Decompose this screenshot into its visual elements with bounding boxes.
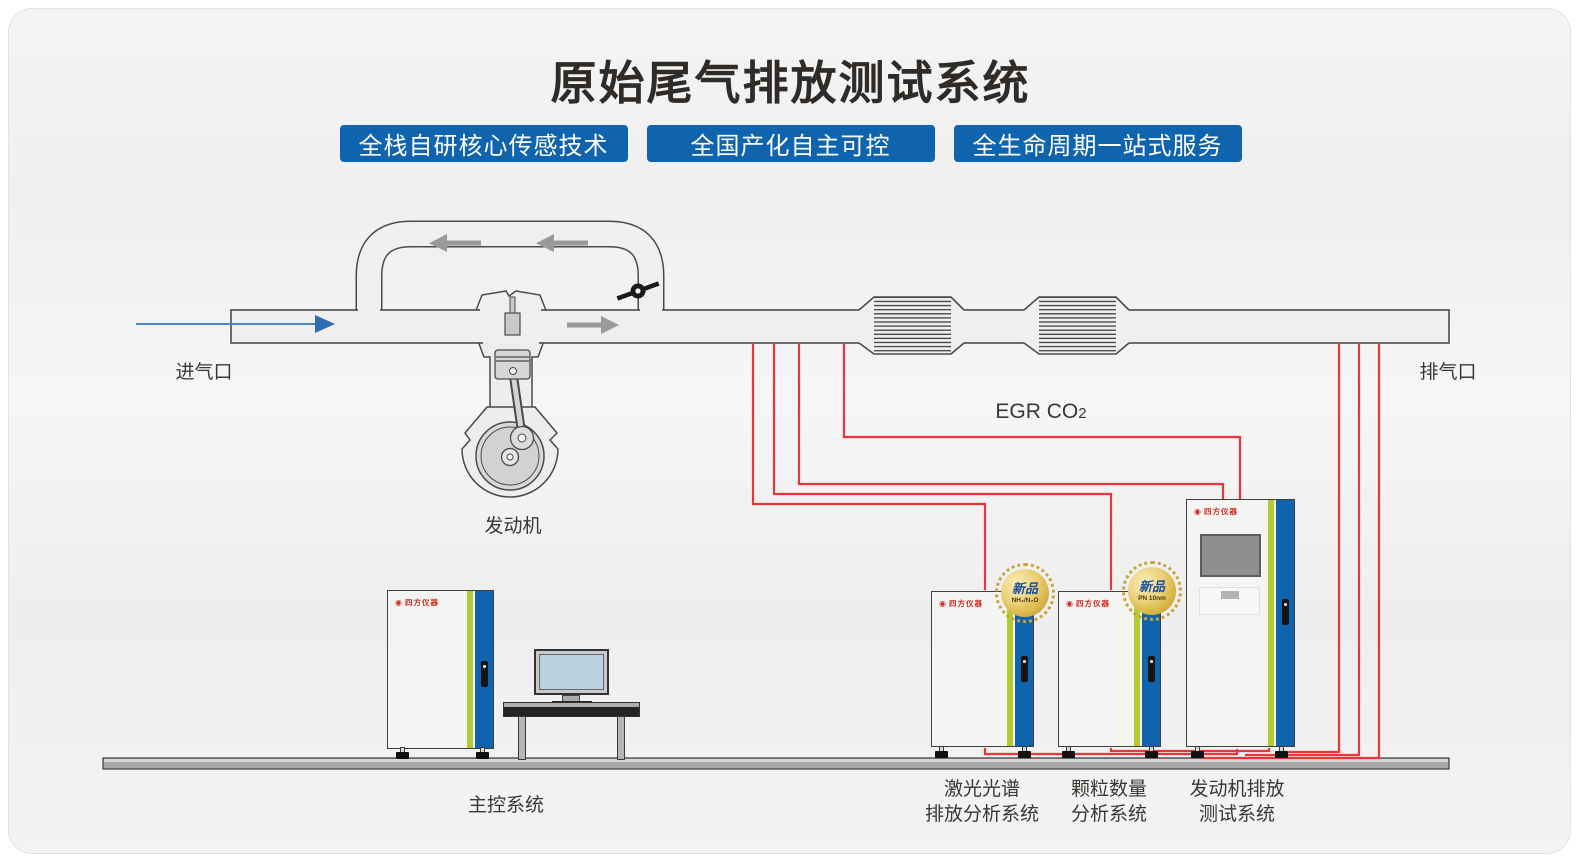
egr-co2-label-main: EGR CO	[995, 400, 1079, 423]
cabinet-green-stripe	[467, 591, 473, 748]
cabinet-green-stripe	[1268, 500, 1274, 746]
seal-title: 新品	[1011, 581, 1038, 596]
cabinet-green-stripe	[1007, 592, 1013, 746]
cabinet-foot	[935, 746, 948, 758]
caption-line2: 排放分析系统	[924, 804, 1039, 825]
flow-arrows	[429, 234, 619, 334]
cabinet-foot	[1062, 746, 1075, 758]
caption-line1: 颗粒数量	[1070, 779, 1147, 800]
workstation-monitor	[534, 649, 609, 695]
cabinet-display-screen	[1200, 534, 1261, 577]
inlet-label: 进气口	[175, 362, 233, 383]
cabinet-door	[1142, 592, 1160, 746]
feature-badge-row: 全栈自研核心传感技术 全国产化自主可控 全生命周期一站式服务	[9, 125, 1570, 162]
egr-valve-icon	[616, 281, 660, 301]
page-title: 原始尾气排放测试系统	[550, 57, 1031, 109]
inlet-flow-arrow	[136, 315, 335, 333]
brand-logo: ◉四方仪器	[1066, 598, 1110, 609]
seal-subtitle: NH₃/N₂O	[1011, 597, 1039, 604]
brand-logo-icon: ◉	[395, 598, 403, 607]
cabinet-door	[1276, 500, 1294, 746]
door-handle	[1021, 656, 1028, 682]
cabinet-door	[1015, 592, 1033, 746]
brand-logo-icon: ◉	[1066, 599, 1074, 608]
cabinet-foot	[476, 747, 489, 759]
cabinet-foot	[1145, 746, 1158, 758]
ground-platform	[102, 757, 1450, 770]
main-exhaust-pipe	[230, 296, 1450, 345]
sample-lines	[751, 344, 1381, 760]
caption-line1: 激光光谱	[943, 779, 1020, 800]
brand-logo-icon: ◉	[1194, 507, 1202, 516]
engine-label: 发动机	[484, 516, 542, 537]
desk-leg	[518, 716, 526, 760]
caption-line2: 分析系统	[1070, 804, 1147, 825]
cabinet-foot	[1018, 746, 1031, 758]
caption-line1: 发动机排放	[1189, 779, 1285, 800]
desk-leg	[617, 716, 625, 760]
feature-badge-2: 全国产化自主可控	[646, 125, 935, 162]
feature-badge-3: 全生命周期一站式服务	[953, 125, 1242, 162]
poster-panel: 原始尾气排放测试系统 全栈自研核心传感技术 全国产化自主可控 全生命周期一站式服…	[8, 8, 1571, 854]
egr-co2-label: EGR CO2	[951, 400, 1131, 424]
engine-test-cabinet-caption: 发动机排放 测试系统	[1162, 777, 1312, 827]
outlet-label: 排气口	[1419, 362, 1477, 383]
engine-emission-test-cabinet: ◉四方仪器	[1186, 499, 1295, 747]
desk-top	[503, 702, 640, 717]
monitor-screen	[539, 654, 604, 690]
new-product-seal-pn10nm: 新品 PN 10nm	[1122, 561, 1182, 621]
cabinet-foot	[1275, 746, 1288, 758]
cabinet-door	[475, 591, 493, 748]
main-control-cabinet: ◉四方仪器	[387, 590, 494, 749]
brand-logo-text: 四方仪器	[948, 599, 983, 608]
brand-logo: ◉四方仪器	[395, 597, 439, 608]
particle-cabinet-caption: 颗粒数量 分析系统	[1034, 777, 1184, 827]
catalyst-2	[1023, 296, 1130, 355]
catalyst-1	[858, 296, 965, 355]
door-handle	[1148, 656, 1155, 682]
brand-logo-icon: ◉	[939, 599, 947, 608]
cabinet-foot	[1191, 746, 1204, 758]
cabinet-subpanel	[1199, 587, 1260, 615]
seal-subtitle: PN 10nm	[1138, 595, 1166, 602]
laser-cabinet-caption: 激光光谱 排放分析系统	[907, 777, 1057, 827]
brand-logo-text: 四方仪器	[404, 598, 439, 607]
door-handle	[481, 661, 488, 687]
main-control-caption: 主控系统	[467, 795, 544, 816]
egr-co2-label-sub: 2	[1078, 405, 1087, 422]
cabinet-foot	[396, 747, 409, 759]
brand-logo: ◉四方仪器	[939, 598, 983, 609]
egr-loop-pipe	[355, 220, 665, 315]
system-diagram	[102, 220, 1450, 770]
door-handle	[1282, 599, 1289, 625]
cabinet-slot	[1221, 591, 1239, 599]
brand-logo: ◉四方仪器	[1194, 506, 1238, 517]
cabinet-green-stripe	[1134, 592, 1140, 746]
engine-assembly	[461, 290, 559, 498]
seal-title: 新品	[1138, 579, 1165, 594]
new-product-seal-nh3-n2o: 新品 NH₃/N₂O	[995, 563, 1055, 623]
caption-line2: 测试系统	[1198, 804, 1275, 825]
brand-logo-text: 四方仪器	[1203, 507, 1238, 516]
feature-badge-1: 全栈自研核心传感技术	[339, 125, 628, 162]
brand-logo-text: 四方仪器	[1075, 599, 1110, 608]
